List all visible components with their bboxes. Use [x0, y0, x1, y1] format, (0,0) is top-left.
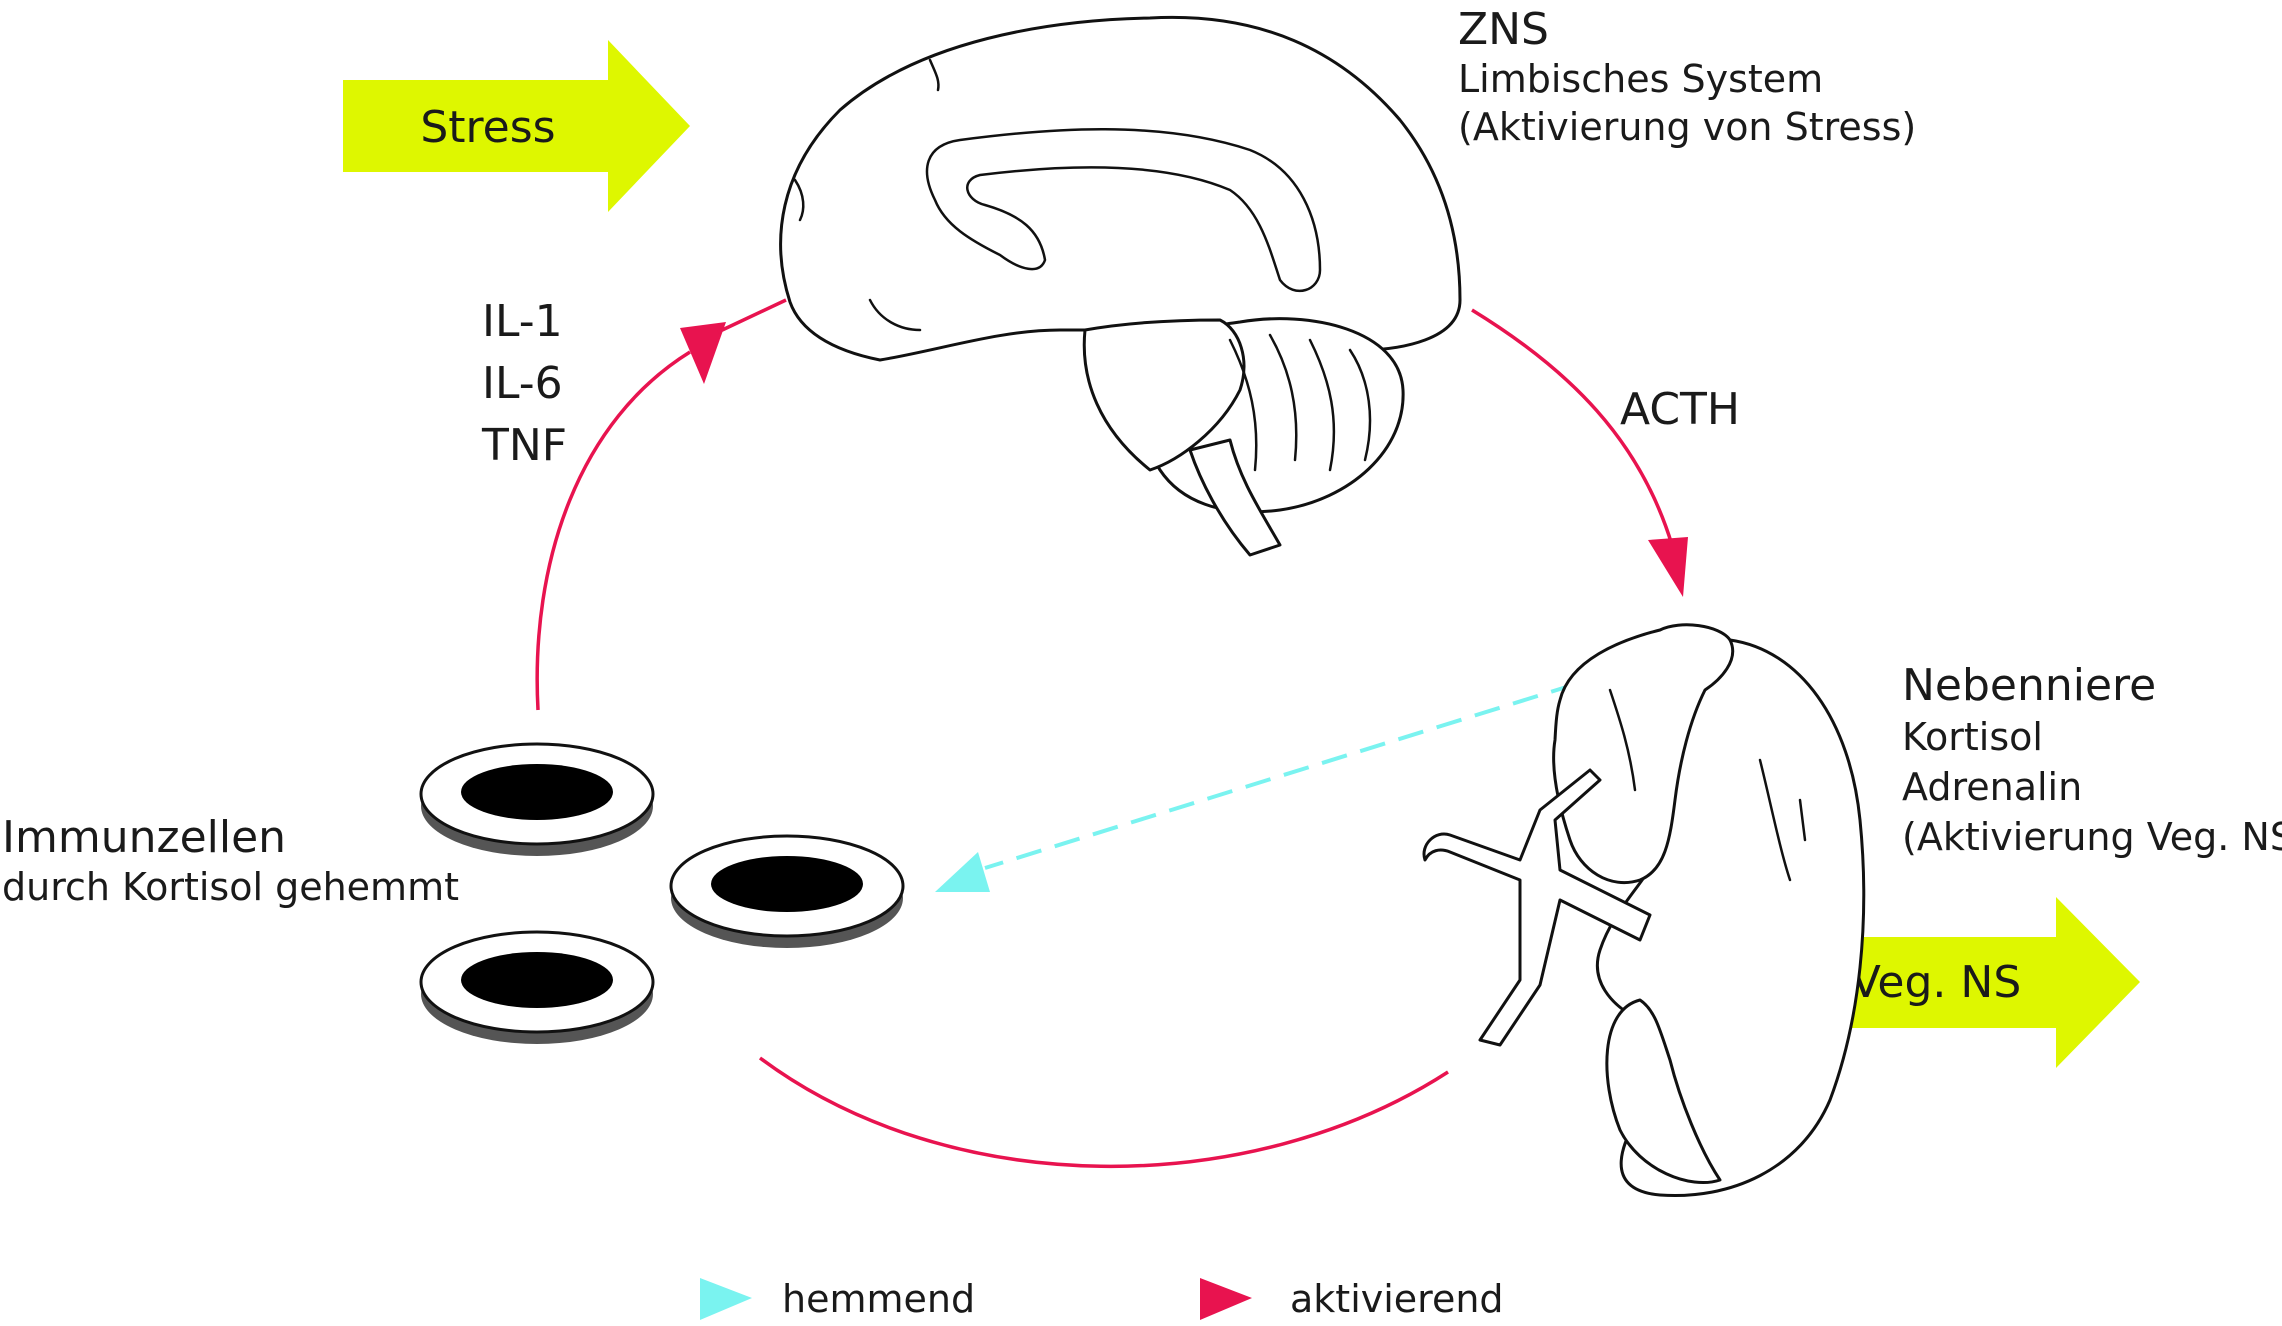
cytokine-2: IL-6	[482, 358, 563, 409]
activating-arrows	[535, 298, 1688, 1168]
adrenal-detail	[1608, 688, 1807, 882]
immune-cell-1-nucleus	[461, 764, 613, 820]
immunzellen-labels: Immunzellen durch Kortisol gehemmt	[2, 812, 459, 909]
legend: hemmend aktivierend	[700, 1277, 1504, 1321]
zns-labels: ZNS Limbisches System (Aktivierung von S…	[1458, 4, 1916, 149]
nebenniere-title: Nebenniere	[1902, 660, 2156, 711]
brain-sulcus-3	[868, 298, 922, 332]
inhibiting-arrow	[935, 682, 1577, 892]
stress-label: Stress	[420, 102, 555, 153]
nebenniere-line2: Adrenalin	[1902, 765, 2082, 809]
cytokine-3: TNF	[481, 420, 567, 471]
blood-vessel	[1422, 768, 1652, 1047]
adrenal-to-cells-inhibit-arrowhead	[935, 852, 990, 892]
nebenniere-labels: Nebenniere Kortisol Adrenalin (Aktivieru…	[1902, 660, 2282, 859]
legend-inhibiting-marker	[700, 1278, 752, 1320]
legend-activating-label: aktivierend	[1290, 1277, 1504, 1321]
adrenal-to-cells-arrow	[758, 1056, 1449, 1168]
veg-ns-label: Veg. NS	[1851, 957, 2022, 1008]
brain-cerebrum	[779, 15, 1462, 362]
veg-ns-arrow-shape	[1792, 897, 2140, 1068]
cells-to-brain-tail	[717, 298, 787, 334]
immune-cell-1	[419, 742, 655, 856]
immune-cell-2-nucleus	[711, 856, 863, 912]
cytokine-1: IL-1	[482, 296, 563, 347]
nebenniere-line1: Kortisol	[1902, 715, 2043, 759]
immune-cell-3-nucleus	[461, 952, 613, 1008]
stress-arrow-shape	[343, 40, 690, 212]
brain-to-adrenal-arrow	[1471, 308, 1674, 546]
zns-line2: (Aktivierung von Stress)	[1458, 105, 1916, 149]
nebenniere-line3: (Aktivierung Veg. NS)	[1902, 815, 2282, 859]
immunzellen-subtitle: durch Kortisol gehemmt	[2, 865, 459, 909]
cells-to-brain-arrowhead	[680, 322, 726, 384]
cells-to-brain-arrow	[535, 350, 691, 711]
immune-cells	[419, 742, 905, 1044]
acth-label: ACTH	[1620, 384, 1740, 435]
immune-cell-3	[419, 930, 655, 1044]
kidney-lower-lobe	[1605, 998, 1722, 1185]
immunzellen-title: Immunzellen	[2, 812, 286, 863]
zns-title: ZNS	[1458, 4, 1549, 55]
stress-arrow: Stress	[343, 40, 690, 212]
brain-stem	[1188, 438, 1282, 557]
zns-line1: Limbisches System	[1458, 57, 1823, 101]
immune-cell-2	[669, 834, 905, 948]
legend-activating-marker	[1200, 1278, 1252, 1320]
adrenal-gland	[1552, 623, 1735, 885]
cytokine-labels: IL-1 IL-6 TNF	[481, 296, 567, 471]
legend-inhibiting-label: hemmend	[782, 1277, 975, 1321]
adrenal-to-cells-inhibit-line	[984, 682, 1577, 870]
brain-to-adrenal-arrowhead	[1648, 537, 1688, 597]
adrenal-kidney-icon	[1422, 623, 1866, 1198]
brain-temporal-lobe	[1082, 318, 1246, 472]
veg-ns-arrow: Veg. NS	[1792, 897, 2140, 1068]
brain-sulcus-2	[793, 178, 805, 222]
brain-cerebellum-folds	[1228, 333, 1372, 472]
brain-limbic-loop	[925, 128, 1322, 292]
brain-sulcus-1	[928, 58, 940, 92]
brain-icon	[779, 15, 1462, 557]
